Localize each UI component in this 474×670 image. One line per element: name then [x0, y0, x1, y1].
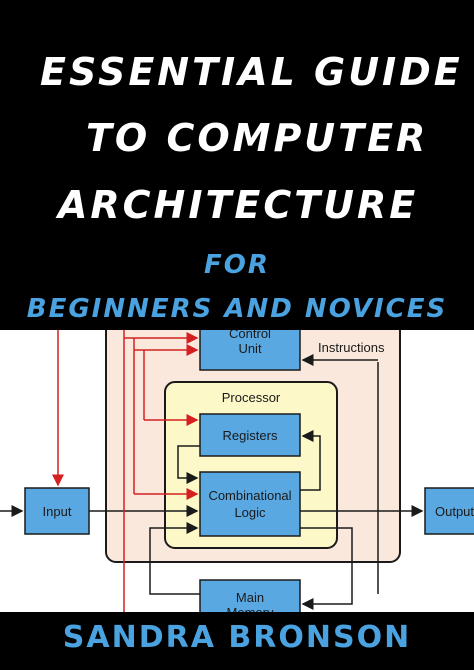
- control-unit-label-2: Unit: [238, 341, 262, 356]
- title-line-1: ESSENTIAL GUIDE: [40, 50, 463, 94]
- output-box: [424, 487, 474, 535]
- title-band: [0, 0, 474, 330]
- processor-label: Processor: [222, 390, 281, 405]
- memory-to-logic-arrow: [149, 522, 200, 595]
- subtitle-line-2: BEGINNERS AND NOVICES: [26, 294, 448, 324]
- combinational-logic-label-2: Logic: [234, 505, 266, 520]
- combinational-logic-box: [199, 471, 301, 537]
- control-unit-box: [199, 321, 301, 371]
- register-to-logic-arrow: [177, 445, 200, 484]
- registers-box: [199, 413, 301, 457]
- main-memory-label-1: Main: [236, 590, 264, 605]
- title-line-3: ARCHITECTURE: [58, 183, 419, 227]
- output-label: Output: [435, 504, 474, 519]
- combinational-logic-label-1: Combinational: [208, 488, 291, 503]
- logic-to-memory-arrow: [300, 527, 353, 610]
- input-label: Input: [43, 504, 72, 519]
- registers-label: Registers: [223, 428, 278, 443]
- input-box: [24, 487, 90, 535]
- author-band: [0, 612, 474, 670]
- author-name: SANDRA BRONSON: [62, 620, 412, 655]
- title-line-2: TO COMPUTER: [86, 116, 429, 160]
- subtitle-line-1: FOR: [204, 250, 270, 280]
- register-feedback-arrow: [300, 430, 321, 491]
- instructions-label: Instructions: [318, 340, 385, 355]
